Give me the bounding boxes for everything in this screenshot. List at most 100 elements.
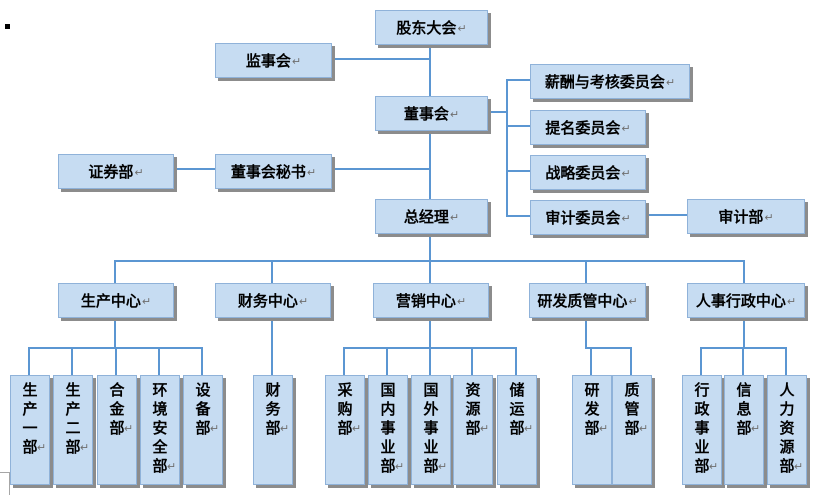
node-dept-alloy[interactable]: 合金部↵ — [97, 375, 137, 485]
node-label: 财务部 — [265, 382, 281, 437]
paragraph-mark-icon: ↵ — [279, 422, 290, 435]
connector-drop-dept — [158, 348, 160, 375]
node-label: 提名委员会 — [545, 120, 621, 137]
connector-securities-secretary — [172, 168, 215, 170]
node-dept-finance[interactable]: 财务部↵ — [253, 375, 293, 485]
node-label: 信息部 — [736, 382, 752, 437]
paragraph-mark-icon: ↵ — [638, 422, 649, 435]
node-label: 证券部 — [88, 164, 134, 181]
node-label: 股东大会 — [396, 20, 457, 37]
canvas-edge-line — [0, 472, 10, 473]
node-label: 研发部 — [584, 382, 600, 437]
connector-drop-dept — [630, 348, 632, 375]
node-board-secretary[interactable]: 董事会秘书↵ — [215, 154, 332, 189]
paragraph-mark-icon: ↵ — [750, 422, 761, 435]
node-marketing-center[interactable]: 营销中心↵ — [373, 283, 489, 318]
paragraph-mark-icon: ↵ — [708, 460, 719, 473]
node-label: 合金部 — [109, 382, 125, 437]
connector-hr-subtrunk — [700, 347, 787, 349]
node-label: 研发质管中心 — [537, 293, 628, 310]
node-audit-department[interactable]: 审计部↵ — [687, 199, 805, 234]
connector-drop-dept — [201, 348, 203, 375]
node-dept-information[interactable]: 信息部↵ — [724, 375, 764, 485]
node-label: 财务中心 — [237, 293, 298, 310]
connector-drop-production-center — [114, 260, 116, 283]
paragraph-mark-icon: ↵ — [36, 441, 47, 454]
connector-production-subtrunk-drop — [114, 315, 116, 348]
node-finance-center[interactable]: 财务中心↵ — [215, 283, 331, 318]
node-label: 储运部 — [509, 382, 525, 437]
node-dept-resources[interactable]: 资源部↵ — [453, 375, 493, 485]
connector-drop-dept — [28, 348, 30, 375]
node-label: 监事会 — [245, 53, 291, 70]
node-label: 生产二部 — [65, 382, 81, 456]
node-label: 设备部 — [195, 382, 211, 437]
connector-audit-committee-audit-dept — [643, 214, 687, 216]
node-label: 人力资源部 — [779, 382, 795, 475]
node-label: 生产一部 — [22, 382, 38, 456]
node-hr-admin-center[interactable]: 人事行政中心↵ — [687, 283, 805, 318]
node-dept-procurement[interactable]: 采购部↵ — [325, 375, 365, 485]
connector-shareholders-board — [429, 45, 431, 96]
connector-finance-dept-drop — [271, 315, 273, 375]
node-dept-admin-affairs[interactable]: 行政事业部↵ — [682, 375, 722, 485]
connector-drop-dept — [742, 348, 744, 375]
node-audit-committee[interactable]: 审计委员会↵ — [530, 200, 646, 235]
connector-stub-compensation — [506, 79, 530, 81]
node-label: 行政事业部 — [694, 382, 710, 475]
connector-stub-strategy — [506, 170, 530, 172]
node-label: 生产中心 — [80, 293, 141, 310]
connector-hr-subtrunk-drop — [743, 315, 745, 348]
node-label: 总经理 — [403, 209, 449, 226]
paragraph-mark-icon: ↵ — [793, 460, 804, 473]
paragraph-mark-icon: ↵ — [449, 108, 460, 121]
node-rd-quality-center[interactable]: 研发质管中心↵ — [529, 283, 646, 318]
paragraph-mark-icon: ↵ — [456, 295, 467, 308]
node-dept-storage-transport[interactable]: 储运部↵ — [497, 375, 537, 485]
connector-main-trunk — [114, 260, 745, 262]
paragraph-mark-icon: ↵ — [141, 295, 152, 308]
paragraph-mark-icon: ↵ — [621, 212, 631, 225]
node-dept-production-2[interactable]: 生产二部↵ — [53, 375, 93, 485]
paragraph-mark-icon: ↵ — [786, 295, 797, 308]
node-supervisory-board[interactable]: 监事会↵ — [215, 43, 332, 78]
node-dept-production-1[interactable]: 生产一部↵ — [10, 375, 50, 485]
node-label: 薪酬与考核委员会 — [544, 74, 665, 91]
connector-board-committees — [486, 111, 508, 113]
paragraph-mark-icon: ↵ — [437, 460, 448, 473]
node-dept-human-resources[interactable]: 人力资源部↵ — [767, 375, 807, 485]
connector-drop-dept — [515, 348, 517, 375]
connector-drop-dept — [386, 348, 388, 375]
node-securities-department[interactable]: 证券部↵ — [58, 154, 174, 189]
connector-drop-dept — [343, 348, 345, 375]
connector-drop-dept — [71, 348, 73, 375]
node-board-of-directors[interactable]: 董事会↵ — [375, 96, 488, 131]
node-dept-rd[interactable]: 研发部↵ — [572, 375, 612, 485]
node-label: 质管部 — [624, 382, 640, 437]
node-production-center[interactable]: 生产中心↵ — [58, 283, 174, 318]
node-shareholders-meeting[interactable]: 股东大会↵ — [375, 10, 488, 45]
paragraph-mark-icon: ↵ — [351, 422, 362, 435]
paragraph-mark-icon: ↵ — [764, 211, 774, 224]
paragraph-mark-icon: ↵ — [291, 55, 302, 68]
node-dept-equipment[interactable]: 设备部↵ — [183, 375, 223, 485]
connector-rd-subtrunk-drop — [585, 315, 587, 348]
connector-board-gm — [429, 128, 431, 199]
connector-production-subtrunk — [28, 347, 203, 349]
paragraph-mark-icon: ↵ — [134, 166, 144, 179]
connector-drop-dept — [471, 348, 473, 375]
node-dept-env-safety[interactable]: 环境安全部↵ — [140, 375, 180, 485]
node-dept-domestic-business[interactable]: 国内事业部↵ — [368, 375, 408, 485]
connector-drop-finance-center — [271, 260, 273, 283]
node-dept-overseas-business[interactable]: 国外事业部↵ — [411, 375, 451, 485]
node-compensation-committee[interactable]: 薪酬与考核委员会↵ — [530, 64, 690, 99]
paragraph-mark-icon: ↵ — [394, 460, 405, 473]
connector-marketing-subtrunk — [343, 347, 517, 349]
node-nomination-committee[interactable]: 提名委员会↵ — [530, 110, 646, 145]
node-general-manager[interactable]: 总经理↵ — [375, 199, 488, 234]
paragraph-mark-icon: ↵ — [665, 76, 676, 89]
node-dept-quality[interactable]: 质管部↵ — [612, 375, 652, 485]
node-strategy-committee[interactable]: 战略委员会↵ — [530, 155, 646, 190]
node-label: 战略委员会 — [545, 165, 621, 182]
canvas-edge-line — [9, 472, 10, 495]
